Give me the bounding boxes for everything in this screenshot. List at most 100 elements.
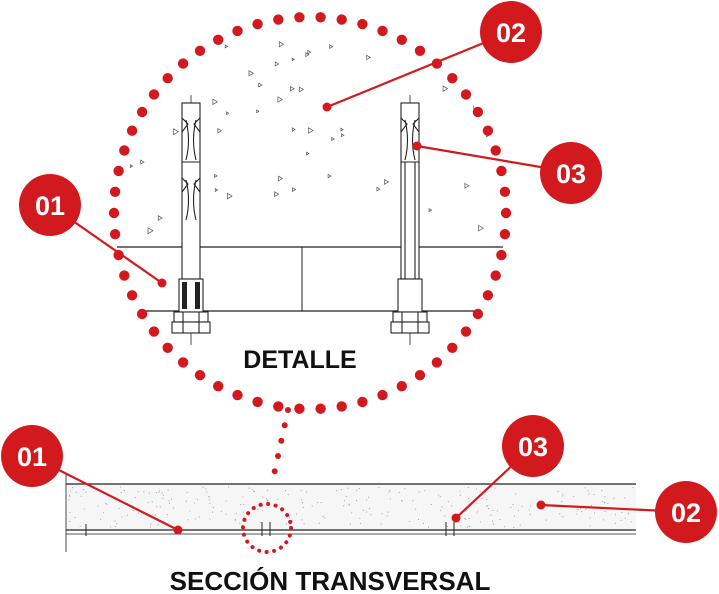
aggregate-speck [478, 224, 484, 232]
section-speck [345, 495, 348, 497]
section-speck [607, 502, 609, 505]
ring-dot [414, 45, 426, 56]
section-speck [604, 502, 606, 504]
section-speck [417, 518, 420, 520]
connector-dot [281, 422, 288, 429]
section-speck [170, 498, 172, 500]
section-speck [228, 486, 230, 488]
section-speck [155, 492, 157, 494]
section-speck [167, 489, 169, 491]
badge-03-detail: 03 [540, 142, 602, 204]
section-speck [166, 514, 168, 516]
ring-dot [377, 389, 388, 401]
ring-dot [490, 145, 501, 156]
section-speck [209, 496, 211, 498]
detail-magnifier-ring [108, 12, 512, 414]
badge-01-section-label: 01 [17, 442, 47, 472]
section-speck [573, 495, 575, 497]
section-speck [359, 517, 361, 519]
section-speck [288, 517, 291, 519]
section-speck [79, 525, 81, 527]
section-speck [159, 506, 161, 508]
section-speck [378, 487, 380, 489]
ring-dot [336, 14, 347, 25]
section-speck [580, 508, 582, 510]
section-speck [242, 496, 244, 498]
section-speck [492, 520, 494, 522]
section-speck [465, 518, 467, 520]
ring-dot [496, 249, 507, 261]
ring-dot [162, 342, 173, 353]
section-title: SECCIÓN TRANSVERSAL [170, 566, 491, 594]
section-speck [389, 498, 391, 500]
aggregate-speck [214, 173, 218, 178]
section-speck [356, 489, 358, 491]
ring-dot [472, 106, 484, 118]
aggregate-speck [226, 192, 233, 200]
section-speck [202, 486, 204, 488]
section-speck [206, 491, 208, 493]
section-speck [132, 510, 134, 512]
section-speck [529, 513, 531, 515]
ring-dot [119, 145, 130, 156]
section-speck [439, 495, 441, 498]
section-speck [147, 501, 149, 504]
section-speck [559, 513, 561, 515]
section-speck [422, 522, 424, 524]
aggregate-speck [226, 111, 230, 116]
aggregate-speck [217, 128, 223, 134]
aggregate-speck [159, 43, 164, 50]
section-speck [267, 489, 269, 491]
section-slab [66, 484, 636, 530]
ring-dot [177, 357, 189, 368]
ring-dot [500, 207, 512, 219]
section-speck [499, 519, 501, 521]
section-speck [343, 500, 346, 502]
section-speck [632, 487, 634, 489]
aggregate-speck [442, 85, 449, 92]
section-speck [627, 512, 629, 514]
section-speck [562, 516, 564, 518]
section-speck [418, 491, 420, 493]
ring-dot [177, 58, 189, 69]
section-speck [487, 505, 489, 507]
ring-dot [273, 14, 284, 25]
ring-dot [119, 270, 130, 281]
section-speck [365, 511, 367, 513]
section-speck [438, 494, 440, 496]
section-speck [503, 526, 505, 528]
section-speck [239, 522, 241, 524]
section-speck [212, 511, 214, 513]
ring-dot [126, 290, 138, 301]
section-speck [162, 497, 164, 499]
aggregate-speck [428, 208, 433, 213]
section-speck [386, 515, 388, 517]
section-speck [251, 488, 253, 490]
section-speck [486, 498, 488, 501]
ring-dot [148, 326, 160, 337]
section-speck [320, 502, 322, 504]
section-speck [110, 526, 112, 528]
section-speck [121, 516, 123, 518]
section-speck [70, 490, 72, 492]
section-speck [477, 510, 479, 512]
section-speck [137, 491, 139, 493]
section-speck [162, 494, 164, 496]
ring-dot [294, 403, 305, 414]
aggregate-speck [290, 85, 295, 92]
section-speck [225, 513, 227, 515]
section-speck [277, 498, 279, 500]
ring-dot [396, 381, 407, 392]
section-speck [496, 510, 498, 512]
section-speck [561, 500, 563, 503]
aggregate-speck [299, 86, 304, 93]
aggregate-speck [140, 159, 145, 165]
section-speck [114, 526, 116, 528]
section-speck [154, 514, 156, 516]
aggregate-speck [376, 186, 381, 192]
section-anchors [85, 522, 455, 536]
section-speck [253, 490, 255, 492]
badge-01-detail: 01 [19, 174, 81, 236]
section-speck [628, 513, 630, 515]
